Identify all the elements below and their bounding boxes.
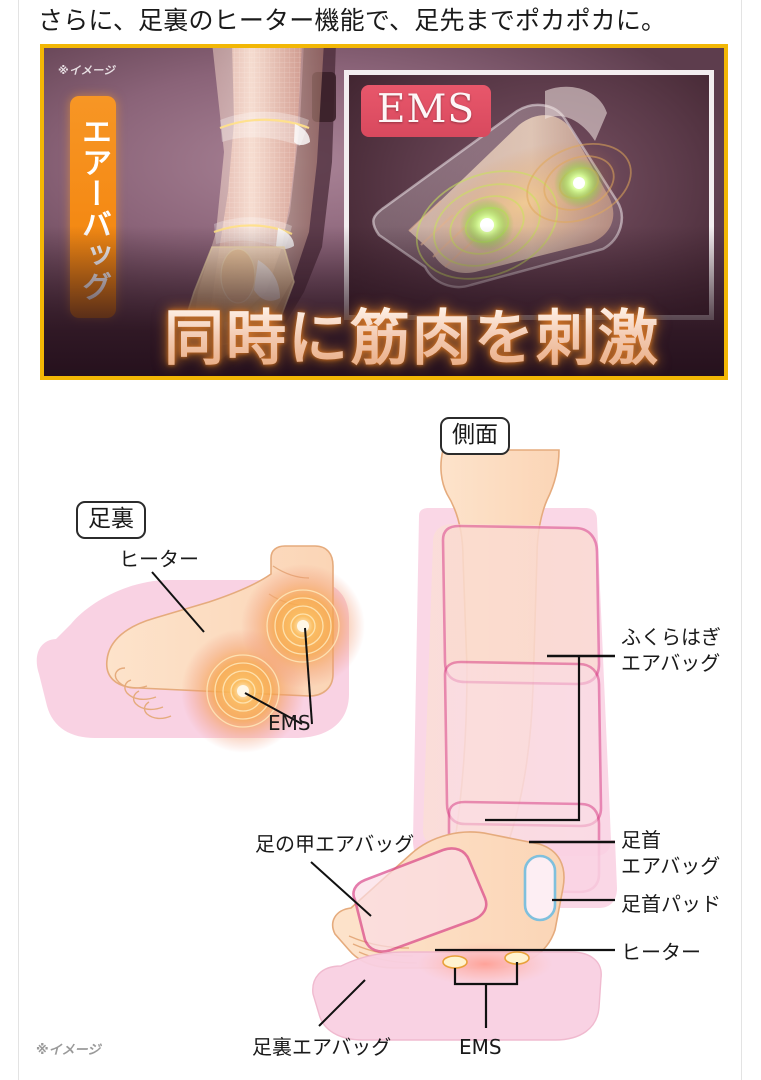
label-sole-airbag: 足裏エアバッグ xyxy=(252,1035,392,1059)
label-instep-airbag: 足の甲エアバッグ xyxy=(255,832,415,856)
label-ems-sole: EMS xyxy=(268,711,311,735)
view-label-side: 側面 xyxy=(440,417,510,455)
ems-chip-label: EMS xyxy=(361,85,492,137)
product-diagram: 側面 足裏 ヒーター EMS ふくらはぎ エアバッグ 足首 エアバッグ 足首パッ… xyxy=(19,388,741,1080)
page-right-rule xyxy=(741,0,742,1080)
diagram-image-note: ※イメージ xyxy=(36,1043,101,1058)
banner-slogan: 同時に筋肉を刺激 xyxy=(102,306,722,372)
promo-banner: ※イメージ エアーバッグ xyxy=(40,44,728,380)
view-label-sole: 足裏 xyxy=(76,501,146,539)
label-heater-sole: ヒーター xyxy=(119,547,199,571)
label-ankle-pad: 足首パッド xyxy=(621,892,721,916)
label-heater-side: ヒーター xyxy=(621,940,701,964)
diagram-artwork xyxy=(36,449,617,1041)
page-headline: さらに、足裏のヒーター機能で、足先までポカポカに。 xyxy=(38,6,667,35)
label-calf-airbag: ふくらはぎ エアバッグ xyxy=(621,625,721,675)
banner-vignette xyxy=(44,226,724,376)
page-left-rule xyxy=(18,0,19,1080)
promo-banner-art: ※イメージ エアーバッグ xyxy=(44,48,724,376)
label-ankle-airbag: 足首 エアバッグ xyxy=(621,828,721,878)
banner-image-note: ※イメージ xyxy=(58,64,115,77)
label-ems-side: EMS xyxy=(459,1035,502,1059)
